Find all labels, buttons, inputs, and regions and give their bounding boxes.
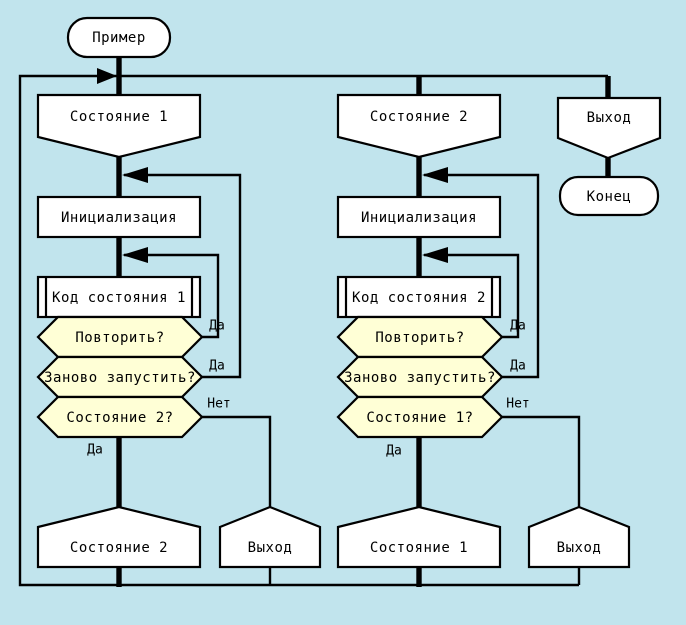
middle-repeat-label: Повторить?	[375, 330, 464, 346]
middle-repeat-arrow-icon	[422, 247, 448, 263]
middle-restart-label: Заново запустить?	[344, 370, 496, 386]
middle-next-state-label: Состояние 1	[370, 540, 468, 556]
start-terminator	[66, 16, 172, 59]
left-init-process	[36, 195, 202, 239]
middle-repeat-loop-line	[424, 253, 520, 339]
top-junction-arrow-icon	[97, 68, 117, 84]
middle-no-check-label: Нет	[506, 397, 529, 412]
outer-loop-line	[18, 74, 608, 587]
left-decision-state-check	[36, 395, 204, 439]
middle-restart-arrow-icon	[422, 167, 448, 183]
left-restart-label: Заново запустить?	[44, 370, 196, 386]
left-no-check-label: Нет	[207, 397, 230, 412]
left-exit-label: Выход	[248, 540, 293, 556]
middle-next-state-shape	[336, 505, 502, 569]
left-code-subroutine	[36, 275, 202, 319]
middle-no-branch-line	[502, 415, 581, 508]
middle-state-header-shape	[336, 93, 502, 159]
left-restart-arrow-icon	[122, 167, 148, 183]
left-yes-restart-label: Да	[209, 359, 225, 374]
middle-code-subroutine	[336, 275, 502, 319]
middle-decision-state-check	[336, 395, 504, 439]
middle-restart-loop-line	[424, 173, 540, 379]
left-yes-check-label: Да	[87, 443, 103, 458]
end-terminator	[558, 175, 660, 217]
left-exit-shape	[218, 505, 322, 569]
decision-shapes	[36, 315, 504, 439]
white-shapes	[36, 16, 662, 569]
arrowheads	[97, 68, 448, 263]
middle-state-header-label: Состояние 2	[370, 109, 468, 125]
middle-init-process	[336, 195, 502, 239]
right-exit-shape	[556, 96, 662, 160]
left-state-header-label: Состояние 1	[70, 109, 168, 125]
left-repeat-loop-line	[124, 253, 220, 339]
labels: Пример Состояние 1 Инициализация Код сос…	[44, 30, 631, 556]
left-yes-repeat-label: Да	[209, 319, 225, 334]
right-exit-label: Выход	[587, 110, 632, 126]
left-code-label: Код состояния 1	[52, 290, 186, 306]
middle-exit-shape	[527, 505, 631, 569]
start-label: Пример	[92, 30, 146, 46]
middle-exit-label: Выход	[557, 540, 602, 556]
middle-yes-repeat-label: Да	[510, 319, 526, 334]
middle-init-label: Инициализация	[361, 210, 477, 226]
end-label: Конец	[587, 189, 632, 205]
connectors-thin	[18, 74, 608, 587]
middle-yes-restart-label: Да	[510, 359, 526, 374]
middle-yes-check-label: Да	[386, 444, 402, 459]
left-next-state-shape	[36, 505, 202, 569]
middle-check-label: Состояние 1?	[366, 410, 473, 426]
left-repeat-label: Повторить?	[75, 330, 164, 346]
left-next-state-label: Состояние 2	[70, 540, 168, 556]
middle-code-label: Код состояния 2	[352, 290, 486, 306]
left-init-label: Инициализация	[61, 210, 177, 226]
left-repeat-arrow-icon	[122, 247, 148, 263]
left-restart-loop-line	[124, 173, 242, 379]
left-no-branch-line	[202, 415, 272, 508]
left-check-label: Состояние 2?	[66, 410, 173, 426]
left-state-header-shape	[36, 93, 202, 159]
connectors-thick	[116, 57, 611, 587]
